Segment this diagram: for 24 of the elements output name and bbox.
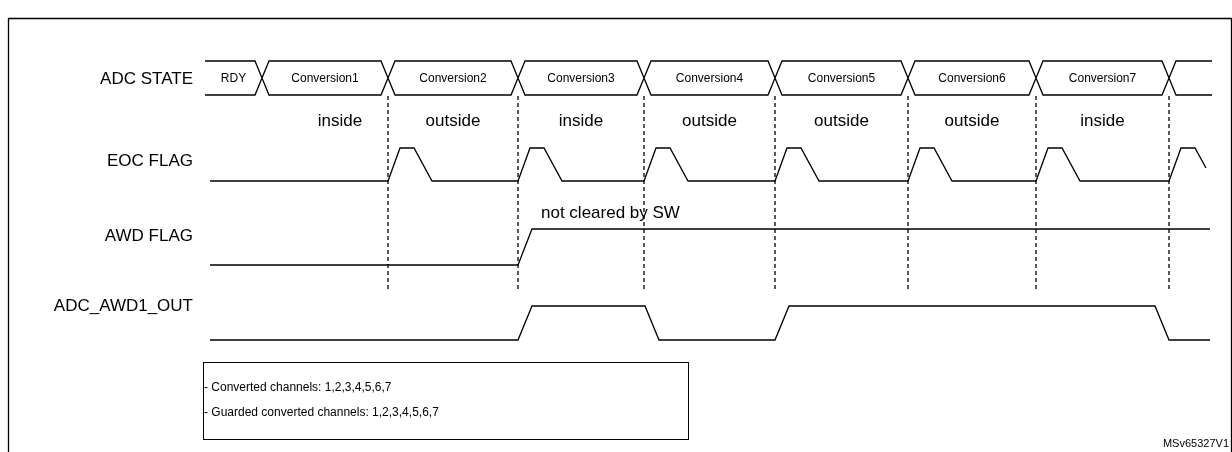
- note-text: - Converted channels: 1,2,3,4,5,6,7: [204, 381, 392, 393]
- state-label: RDY: [220, 72, 247, 84]
- state-label: Conversion4: [675, 72, 744, 84]
- window-status-label: outside: [814, 111, 869, 129]
- signal-name: AWD FLAG: [104, 226, 193, 244]
- state-label: Conversion7: [1068, 72, 1137, 84]
- note-box: [203, 362, 689, 440]
- state-label: Conversion5: [807, 72, 876, 84]
- signal-name: EOC FLAG: [107, 151, 193, 169]
- annotation-text: not cleared by SW: [541, 203, 680, 221]
- window-status-label: inside: [1080, 111, 1125, 129]
- window-status-label: outside: [425, 111, 481, 129]
- state-label: Conversion6: [938, 72, 1006, 84]
- window-status-label: inside: [558, 111, 604, 129]
- note-text: - Guarded converted channels: 1,2,3,4,5,6,7: [204, 406, 439, 418]
- window-status-label: outside: [944, 111, 1000, 129]
- signal-name: ADC STATE: [100, 69, 193, 87]
- figure-id: MSv65327V1: [1162, 437, 1229, 449]
- state-label: Conversion1: [291, 72, 359, 84]
- signal-name: ADC_AWD1_OUT: [53, 296, 193, 314]
- state-label: Conversion2: [419, 72, 487, 84]
- window-status-label: outside: [682, 111, 737, 129]
- window-status-label: inside: [317, 111, 363, 129]
- state-label: Conversion3: [547, 72, 615, 84]
